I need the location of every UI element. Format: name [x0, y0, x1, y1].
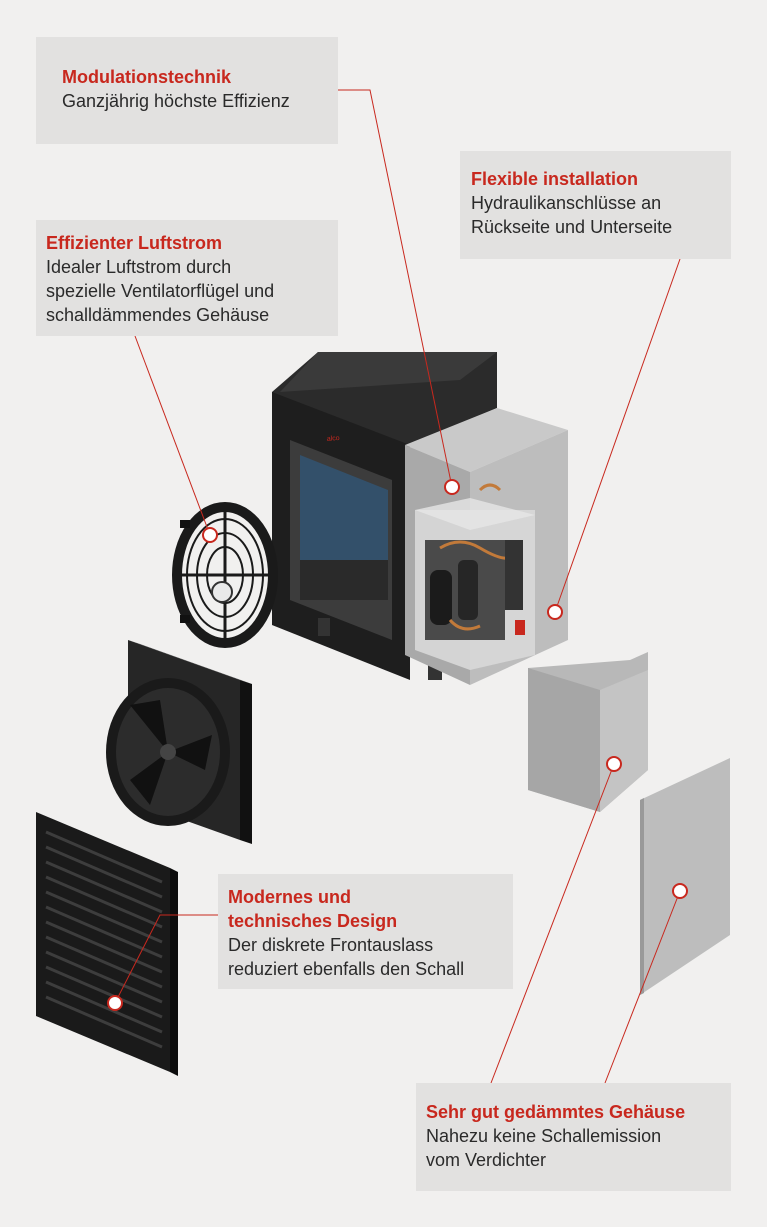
- marker-design: [107, 995, 123, 1011]
- callout-text: Hydraulikanschlüsse an Rückseite und Unt…: [471, 193, 673, 237]
- callout-text: Ganzjährig höchste Effizienz: [62, 91, 290, 111]
- callout-modulation: Modulationstechnik Ganzjährig höchste Ef…: [36, 37, 338, 144]
- callout-text: Nahezu keine Schallemission vom Verdicht…: [426, 1126, 662, 1170]
- side-panel: [528, 652, 648, 812]
- callout-title: Sehr gut gedämmtes Gehäuse: [426, 1102, 686, 1122]
- callout-title: Effizienter Luftstrom: [46, 233, 223, 253]
- marker-modulation: [444, 479, 460, 495]
- front-grille: [36, 812, 178, 1076]
- marker-dots: [107, 479, 688, 1011]
- callout-airflow: Effizienter Luftstrom Idealer Luftstrom …: [36, 220, 338, 336]
- callout-title: Modernes und technisches Design: [228, 887, 398, 931]
- callout-installation: Flexible installation Hydraulikanschlüss…: [460, 151, 731, 259]
- leader-lines: [114, 89, 681, 1084]
- callout-design: Modernes und technisches Design Der disk…: [218, 874, 513, 989]
- callout-text: Idealer Luftstrom durch spezielle Ventil…: [46, 257, 275, 325]
- callout-title: Flexible installation: [471, 169, 639, 189]
- brand-logo: alco: [327, 435, 341, 443]
- marker-airflow: [202, 527, 218, 543]
- callout-text: Der diskrete Frontauslass reduziert eben…: [228, 935, 465, 979]
- marker-installation: [547, 604, 563, 620]
- heat-pump-unit: alco: [272, 352, 568, 685]
- marker-back-panel: [672, 883, 688, 899]
- callout-housing: Sehr gut gedämmtes Gehäuse Nahezu keine …: [416, 1083, 731, 1191]
- fan-housing: [106, 640, 252, 844]
- marker-side-panel: [606, 756, 622, 772]
- callout-title: Modulationstechnik: [62, 67, 232, 87]
- fan-guard: [172, 502, 278, 648]
